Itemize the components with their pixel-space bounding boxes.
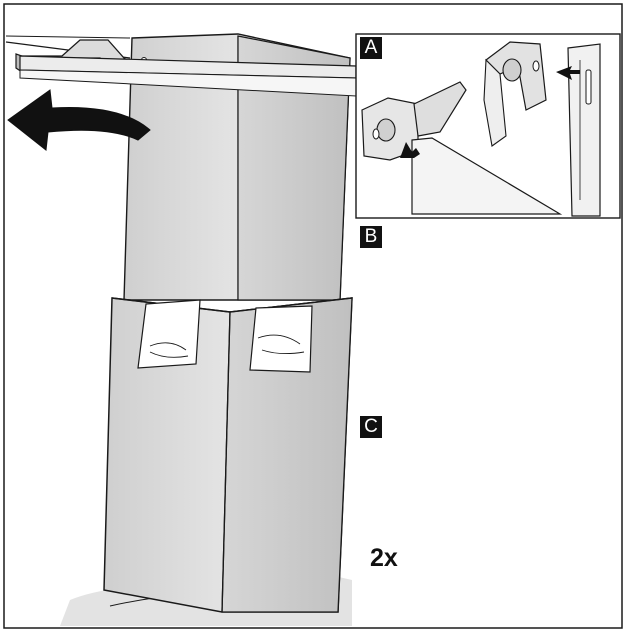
tape-left (137, 299, 201, 369)
panel-a (355, 33, 621, 219)
curved-arrow-icon (7, 89, 151, 151)
panel-b-label: B (360, 226, 382, 248)
panel-c-label: C (360, 416, 382, 438)
arrow-icon (556, 66, 580, 80)
screw-quantity-label: 2x (370, 544, 398, 572)
arrow-icon (400, 142, 420, 158)
main-scene (5, 33, 357, 626)
panel-a-label: A (360, 37, 382, 59)
lower-duct (103, 297, 353, 613)
tape-right (249, 305, 313, 373)
upper-duct (123, 33, 351, 301)
